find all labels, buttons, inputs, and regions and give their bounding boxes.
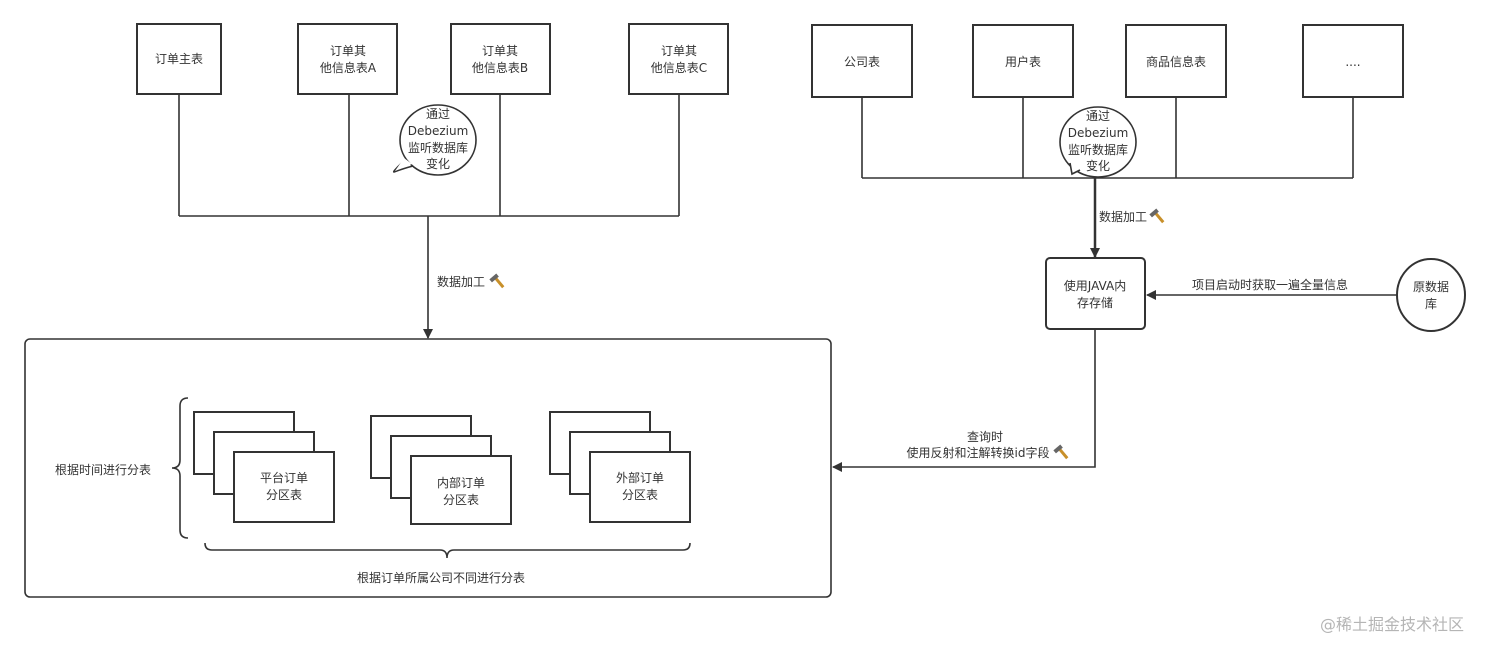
java-store-label: 使用JAVA内 bbox=[1064, 278, 1126, 293]
right-connectors bbox=[861, 97, 1354, 258]
table-label: 他信息表B bbox=[472, 60, 528, 75]
speech-bubble-right: 通过 Debezium 监听数据库 变化 bbox=[1059, 106, 1137, 178]
bubble-text: 监听数据库 bbox=[1068, 142, 1128, 157]
table-more bbox=[1302, 24, 1404, 98]
time-brace-label: 根据时间进行分表 bbox=[55, 463, 151, 477]
bubble-text: Debezium bbox=[1068, 126, 1129, 140]
partition-label: 分区表 bbox=[443, 493, 479, 507]
left-connectors bbox=[178, 94, 680, 339]
load-on-start-label: 项目启动时获取一遍全量信息 bbox=[1192, 277, 1348, 292]
company-brace-label: 根据订单所属公司不同进行分表 bbox=[357, 571, 525, 585]
arrow-query bbox=[832, 329, 1096, 472]
bubble-text: 通过 bbox=[1086, 109, 1110, 123]
table-label: 商品信息表 bbox=[1146, 54, 1206, 69]
bubble-text: 通过 bbox=[426, 107, 450, 121]
bubble-text: 变化 bbox=[1086, 158, 1110, 173]
partition-label: 内部订单 bbox=[437, 475, 485, 490]
table-order-main bbox=[136, 23, 222, 95]
table-order-info-b bbox=[450, 23, 551, 95]
query-label-1: 查询时 bbox=[967, 430, 1003, 444]
table-company bbox=[811, 24, 913, 98]
java-memory-store: 使用JAVA内 存存储 bbox=[1045, 257, 1146, 330]
table-label: 他信息表C bbox=[651, 60, 707, 75]
table-label: 他信息表A bbox=[320, 60, 377, 75]
right-source-tables: 公司表 用户表 商品信息表 .... bbox=[811, 24, 1404, 98]
time-brace bbox=[171, 397, 189, 539]
left-source-tables: 订单主表 订单其 他信息表A 订单其 他信息表B 订单其 他信息表C bbox=[136, 23, 729, 95]
partition-label: 分区表 bbox=[622, 488, 658, 502]
table-label: 订单其 bbox=[661, 44, 697, 58]
hammer-icon bbox=[1053, 444, 1069, 460]
process-label-left: 数据加工 bbox=[437, 274, 485, 289]
company-brace bbox=[204, 542, 691, 559]
origin-db-label: 库 bbox=[1425, 296, 1437, 311]
table-label: 用户表 bbox=[1005, 54, 1041, 69]
table-label: 订单其 bbox=[482, 44, 518, 58]
table-order-info-c bbox=[628, 23, 729, 95]
partition-group-internal: 内部订单 分区表 bbox=[370, 415, 512, 525]
query-label-2: 使用反射和注解转换id字段 bbox=[907, 445, 1050, 460]
partition-label: 外部订单 bbox=[616, 470, 664, 485]
partition-group-external: 外部订单 分区表 bbox=[549, 411, 691, 523]
table-order-info-a bbox=[297, 23, 398, 95]
table-label: 公司表 bbox=[844, 55, 880, 69]
partition-group-platform: 平台订单 分区表 bbox=[193, 411, 335, 523]
origin-db-label: 原数据 bbox=[1413, 279, 1449, 294]
table-label: 订单其 bbox=[330, 44, 366, 58]
hammer-icon bbox=[1149, 208, 1165, 224]
table-user bbox=[972, 24, 1074, 98]
table-label: 订单主表 bbox=[155, 52, 203, 66]
bubble-text: 变化 bbox=[426, 156, 450, 171]
hammer-icon bbox=[489, 273, 505, 289]
process-label-right: 数据加工 bbox=[1099, 209, 1147, 224]
table-label: .... bbox=[1345, 55, 1360, 69]
partition-label: 平台订单 bbox=[260, 470, 308, 485]
bubble-text: 监听数据库 bbox=[408, 140, 468, 155]
java-store-label: 存存储 bbox=[1077, 295, 1113, 310]
bubble-text: Debezium bbox=[408, 124, 469, 138]
speech-bubble-left: 通过 Debezium 监听数据库 变化 bbox=[392, 104, 477, 176]
partition-container bbox=[24, 338, 832, 598]
origin-database: 原数据 库 bbox=[1396, 258, 1466, 332]
watermark: @稀土掘金技术社区 bbox=[1320, 615, 1464, 634]
partition-label: 分区表 bbox=[266, 488, 302, 502]
